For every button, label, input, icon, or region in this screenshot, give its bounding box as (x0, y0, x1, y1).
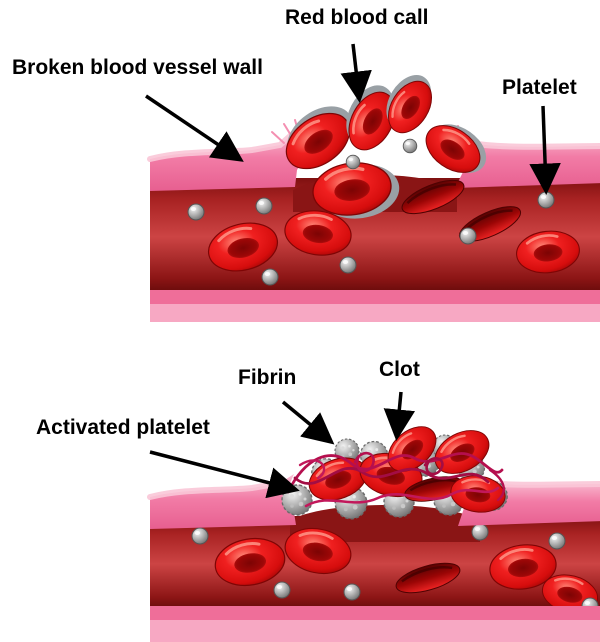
platelet (339, 256, 357, 274)
arrow-broken-vessel-wall (145, 94, 244, 162)
label-activated-platelet: Activated platelet (36, 416, 210, 439)
bottom-vessel-bottom-wall-inner (150, 606, 600, 620)
platelet (345, 154, 361, 170)
arrow-red-blood-cell (340, 43, 372, 103)
platelet (273, 581, 291, 599)
platelet (343, 583, 361, 601)
platelet (537, 191, 555, 209)
platelet (255, 197, 273, 215)
platelet (191, 527, 209, 545)
label-red-blood-cell: Red blood call (285, 6, 429, 29)
bottom-vessel (147, 416, 600, 642)
platelet (471, 523, 489, 541)
top-vessel (147, 66, 600, 322)
label-clot: Clot (379, 358, 420, 381)
arrow-clot (383, 391, 416, 441)
platelet (187, 203, 205, 221)
top-vessel-bottom-wall-inner (150, 290, 600, 304)
label-broken-blood-vessel-wall: Broken blood vessel wall (12, 56, 263, 79)
bottom-vessel-bottom-wall-outer (150, 620, 600, 642)
top-vessel-bottom-wall-outer (150, 304, 600, 322)
arrow-activated-platelet (149, 450, 300, 499)
activated-platelet (281, 484, 313, 516)
label-fibrin: Fibrin (238, 366, 297, 389)
label-platelet: Platelet (502, 76, 577, 99)
clot (281, 416, 509, 520)
platelet (402, 138, 418, 154)
fibrin-strands (286, 451, 506, 508)
arrow-fibrin (281, 400, 335, 445)
blood-under-clot (290, 505, 480, 542)
arrow-platelet (529, 105, 561, 195)
platelet (459, 227, 477, 245)
platelet (548, 532, 566, 550)
pointer-arrows (145, 43, 561, 499)
platelet (261, 268, 279, 286)
